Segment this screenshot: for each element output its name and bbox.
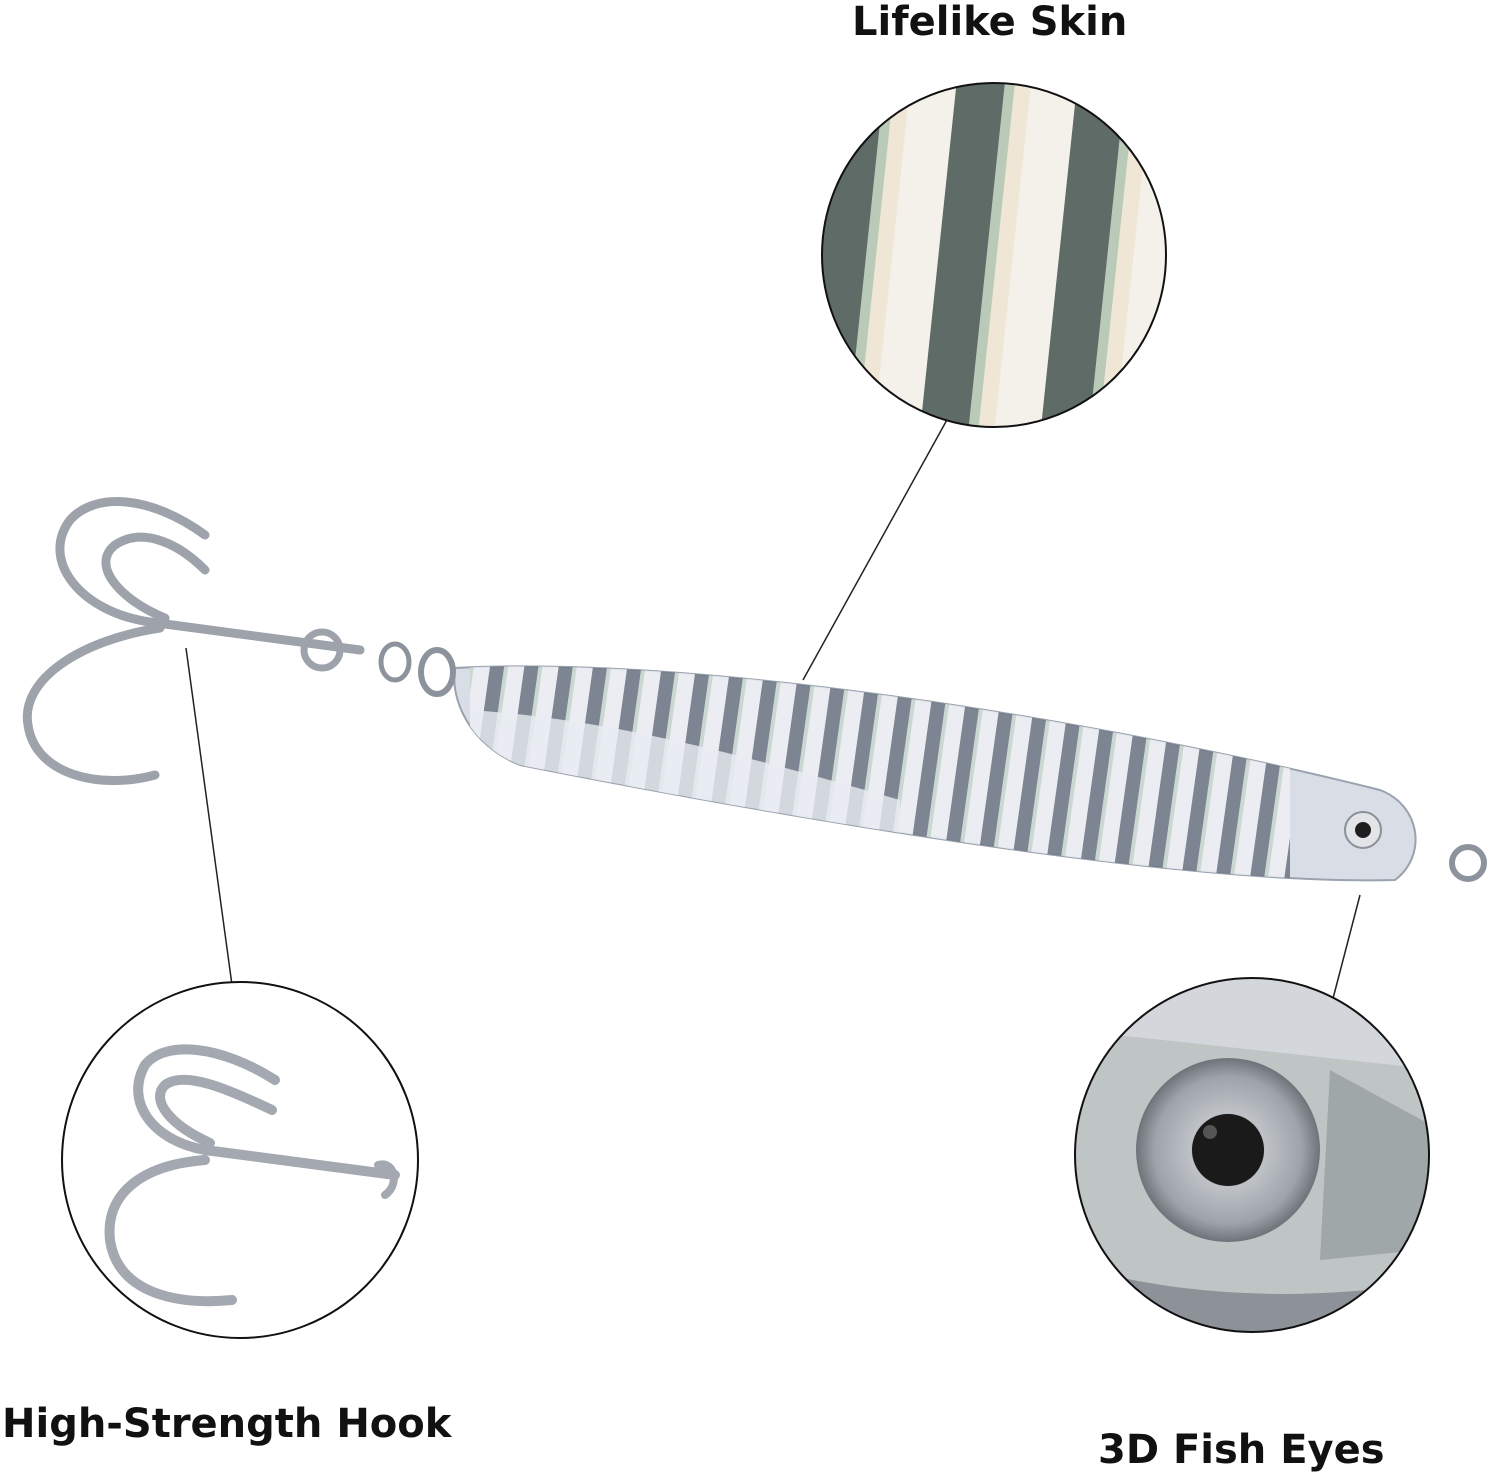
- fish-eye-icon: [1074, 977, 1430, 1333]
- fish-eyes-label: 3D Fish Eyes: [1098, 1427, 1385, 1473]
- lifelike-skin-label: Lifelike Skin: [852, 0, 1128, 45]
- hook-leader-line: [185, 647, 233, 986]
- skin-leader-line: [802, 417, 949, 681]
- treble-hook-icon: [22, 497, 365, 785]
- eye-leader-line: [1329, 894, 1361, 1011]
- fishing-lure-icon: [378, 641, 1487, 882]
- high-strength-hook-label: High-Strength Hook: [2, 1401, 452, 1447]
- hook-zoom-circle: [61, 981, 419, 1339]
- skin-zoom-circle: [821, 82, 1167, 428]
